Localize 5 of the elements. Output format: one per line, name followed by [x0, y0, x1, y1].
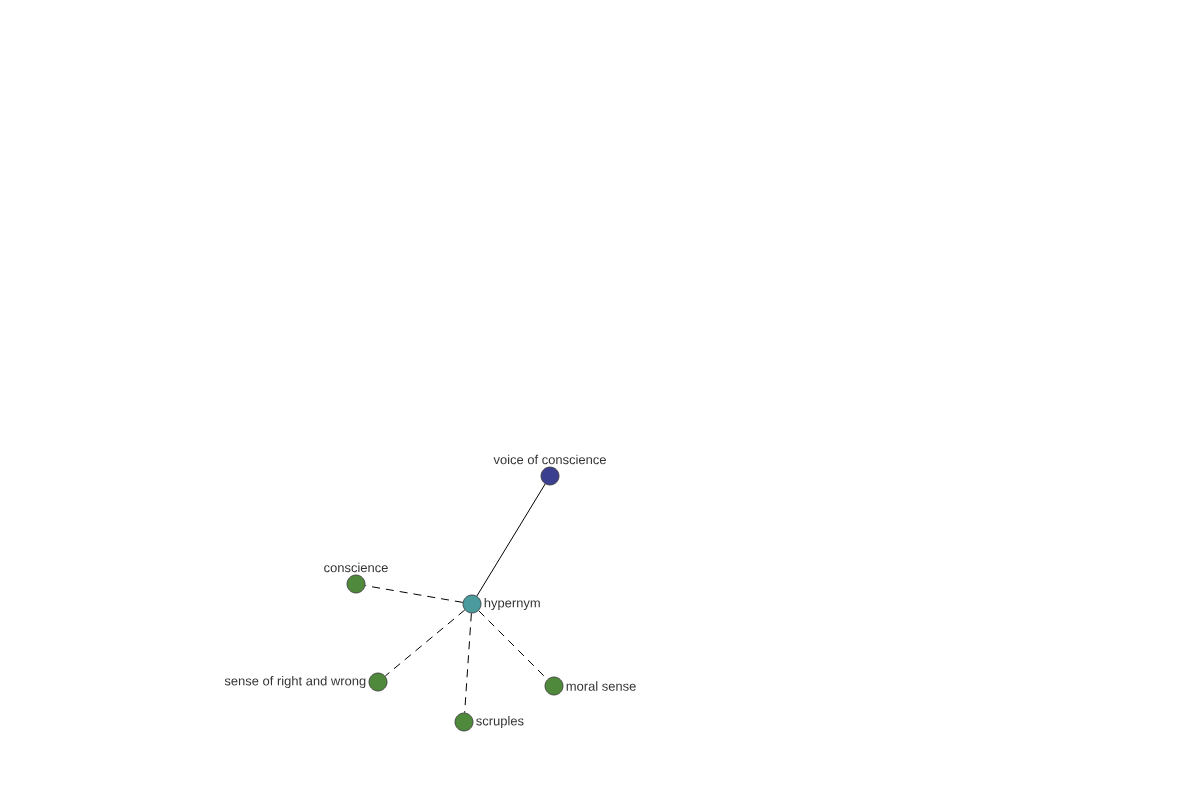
connector: [476, 483, 546, 597]
connector: [384, 609, 466, 677]
connector: [478, 610, 548, 680]
connector: [364, 585, 464, 603]
connector: [464, 612, 472, 714]
